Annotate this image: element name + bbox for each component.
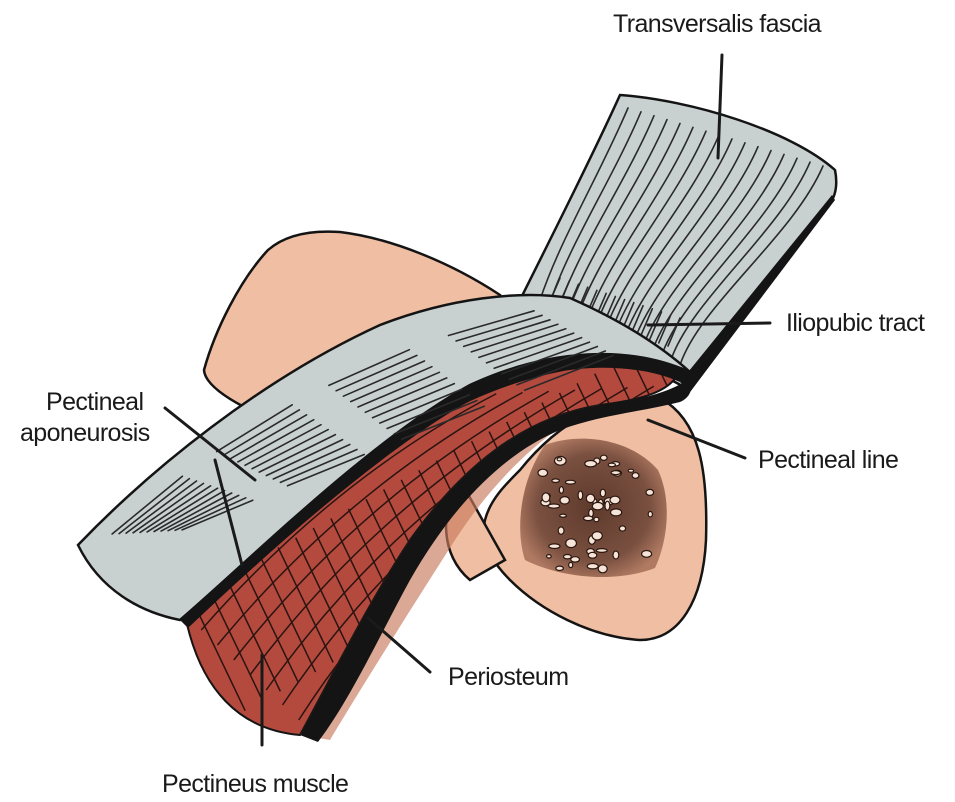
marrow-hole [594, 517, 599, 521]
marrow-hole [565, 480, 575, 484]
marrow-hole [571, 557, 580, 562]
marrow-hole [578, 491, 583, 500]
marrow-hole [632, 473, 639, 479]
marrow-hole [611, 471, 620, 475]
marrow-hole [610, 496, 620, 504]
label-pectineal-line: Pectineal line [758, 446, 898, 474]
marrow-hole [584, 516, 593, 521]
marrow-hole [585, 461, 597, 467]
marrow-hole [598, 565, 607, 573]
marrow-hole [642, 551, 652, 558]
label-transversalis-fascia: Transversalis fascia [613, 10, 822, 38]
marrow-hole [556, 566, 564, 570]
marrow-hole [558, 527, 564, 534]
label-pectineal-aponeurosis-line2: aponeurosis [20, 419, 150, 447]
marrow-hole [619, 526, 625, 531]
leader-iliopubic-tract [648, 323, 770, 325]
marrow-hole [587, 564, 598, 569]
marrow-hole [549, 544, 560, 549]
label-pectineus-muscle: Pectineus muscle [162, 770, 348, 798]
marrow-hole [564, 555, 572, 559]
marrow-hole [592, 502, 603, 509]
marrow-hole [557, 458, 562, 461]
marrow-hole [542, 493, 550, 502]
marrow-hole [611, 509, 622, 516]
marrow-hole [569, 562, 573, 567]
marrow-hole [628, 469, 633, 472]
marrow-hole [559, 487, 563, 494]
label-periosteum: Periosteum [448, 663, 568, 691]
marrow-hole [538, 469, 548, 476]
marrow-hole [596, 549, 607, 553]
marrow-hole [648, 512, 652, 517]
marrow-hole [613, 551, 619, 559]
marrow-hole [588, 552, 597, 558]
marrow-hole [560, 514, 567, 517]
marrow-hole [592, 532, 602, 540]
marrow-hole [552, 479, 560, 483]
marrow-hole [605, 501, 610, 510]
marrow-hole [560, 497, 569, 504]
marrow-hole [600, 489, 605, 497]
marrow-hole [586, 494, 594, 502]
marrow-hole [608, 463, 615, 467]
marrow-hole [601, 455, 608, 460]
label-iliopubic-tract: Iliopubic tract [786, 309, 925, 337]
label-pectineal-aponeurosis-line1: Pectineal [46, 388, 143, 416]
marrow-hole [646, 489, 654, 495]
marrow-hole [547, 555, 552, 558]
marrow-hole [566, 539, 577, 548]
